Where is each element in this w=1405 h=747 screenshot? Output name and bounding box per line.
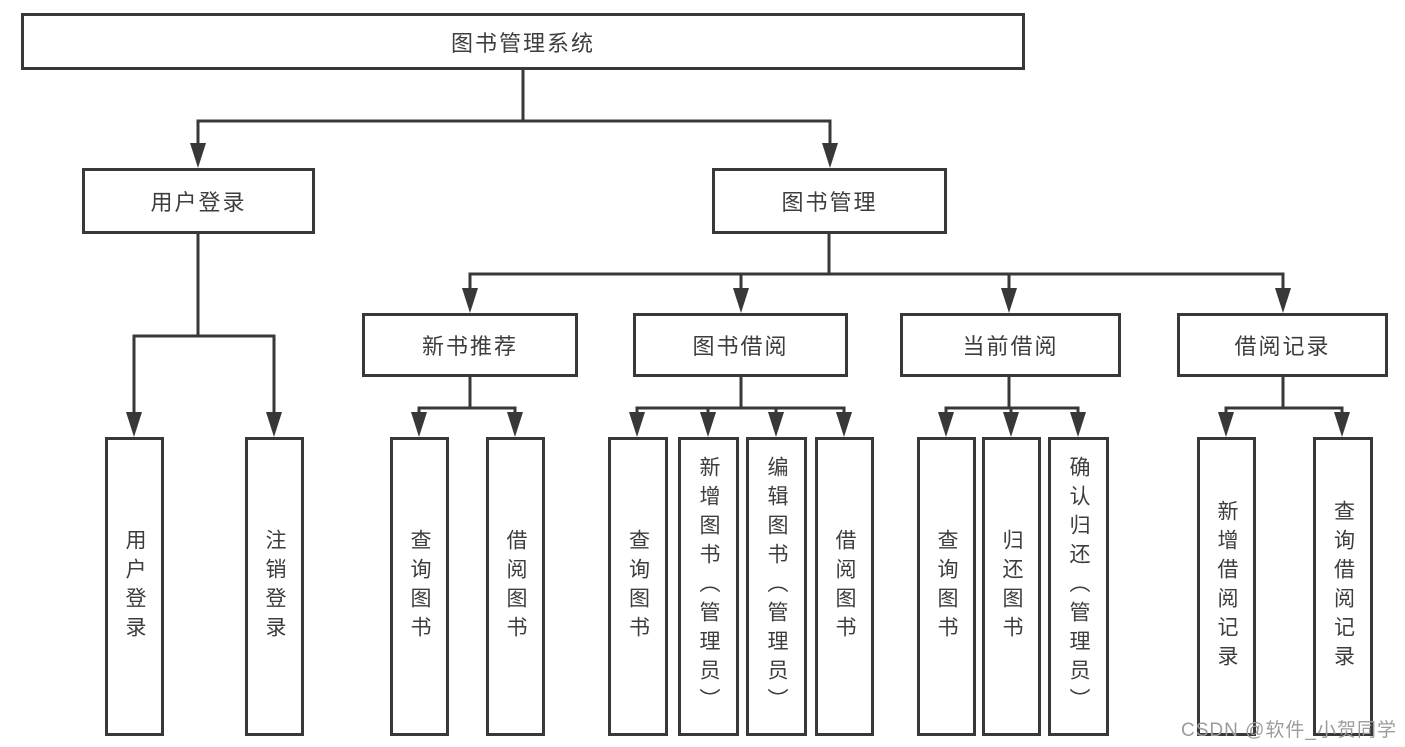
connector-book-mgmt-to-level3: [462, 234, 1291, 313]
leaf-query-borrow-record-label: 查询借阅记录: [1331, 499, 1355, 674]
leaf-borrow-books-rec-label: 借阅图书: [504, 528, 527, 645]
leaf-add-borrow-record-label: 新增借阅记录: [1215, 499, 1238, 674]
leaf-add-books-admin: 新增图书（管理员）: [678, 437, 739, 736]
node-new-book-recommend: 新书推荐: [362, 313, 578, 377]
leaf-logout-label: 注销登录: [263, 528, 286, 645]
leaf-confirm-return-admin: 确认归还（管理员）: [1048, 437, 1109, 736]
node-root-library-system: 图书管理系统: [21, 13, 1025, 70]
leaf-edit-books-admin: 编辑图书（管理员）: [746, 437, 807, 736]
node-borrowing-records: 借阅记录: [1177, 313, 1388, 377]
leaf-borrow-books-label: 借阅图书: [833, 528, 856, 645]
node-current-borrowing: 当前借阅: [900, 313, 1121, 377]
leaf-user-login-label: 用户登录: [123, 528, 146, 645]
connector-book-borrow-to-leaves: [629, 377, 852, 437]
node-borrowing-records-label: 借阅记录: [1234, 334, 1331, 359]
leaf-return-books-label: 归还图书: [1000, 528, 1023, 645]
leaf-query-books-borrow: 查询图书: [608, 437, 668, 736]
csdn-watermark: CSDN @软件_小贺同学: [1181, 720, 1397, 741]
leaf-query-books-borrow-label: 查询图书: [626, 528, 650, 645]
node-user-login-label: 用户登录: [150, 190, 247, 215]
leaf-return-books: 归还图书: [982, 437, 1041, 736]
connector-user-login-to-leaves: [126, 234, 282, 437]
leaf-user-login: 用户登录: [105, 437, 164, 736]
connector-borrow-record-to-leaves: [1218, 377, 1350, 437]
leaf-query-books-current-label: 查询图书: [935, 528, 958, 645]
node-current-borrowing-label: 当前借阅: [962, 334, 1059, 359]
connector-new-book-rec-to-leaves: [411, 377, 523, 437]
node-book-borrowing: 图书借阅: [633, 313, 848, 377]
node-user-login: 用户登录: [82, 168, 315, 234]
node-new-book-recommend-label: 新书推荐: [421, 334, 518, 359]
leaf-borrow-books-rec: 借阅图书: [486, 437, 545, 736]
leaf-query-books-current: 查询图书: [917, 437, 976, 736]
leaf-query-borrow-record: 查询借阅记录: [1313, 437, 1373, 736]
leaf-borrow-books: 借阅图书: [815, 437, 874, 736]
leaf-add-borrow-record: 新增借阅记录: [1197, 437, 1256, 736]
node-book-management-label: 图书管理: [781, 190, 878, 215]
node-book-borrowing-label: 图书借阅: [692, 334, 789, 359]
connector-current-borrow-to-leaves: [938, 377, 1086, 437]
leaf-logout: 注销登录: [245, 437, 304, 736]
connector-root-to-level2: [190, 70, 838, 168]
node-book-management: 图书管理: [712, 168, 947, 234]
node-root-label: 图书管理系统: [450, 30, 595, 56]
leaf-query-books-rec-label: 查询图书: [408, 528, 431, 645]
leaf-add-books-admin-label: 新增图书（管理员）: [697, 456, 720, 717]
leaf-confirm-return-admin-label: 确认归还（管理员）: [1067, 456, 1090, 717]
leaf-edit-books-admin-label: 编辑图书（管理员）: [765, 456, 788, 717]
leaf-query-books-rec: 查询图书: [390, 437, 449, 736]
